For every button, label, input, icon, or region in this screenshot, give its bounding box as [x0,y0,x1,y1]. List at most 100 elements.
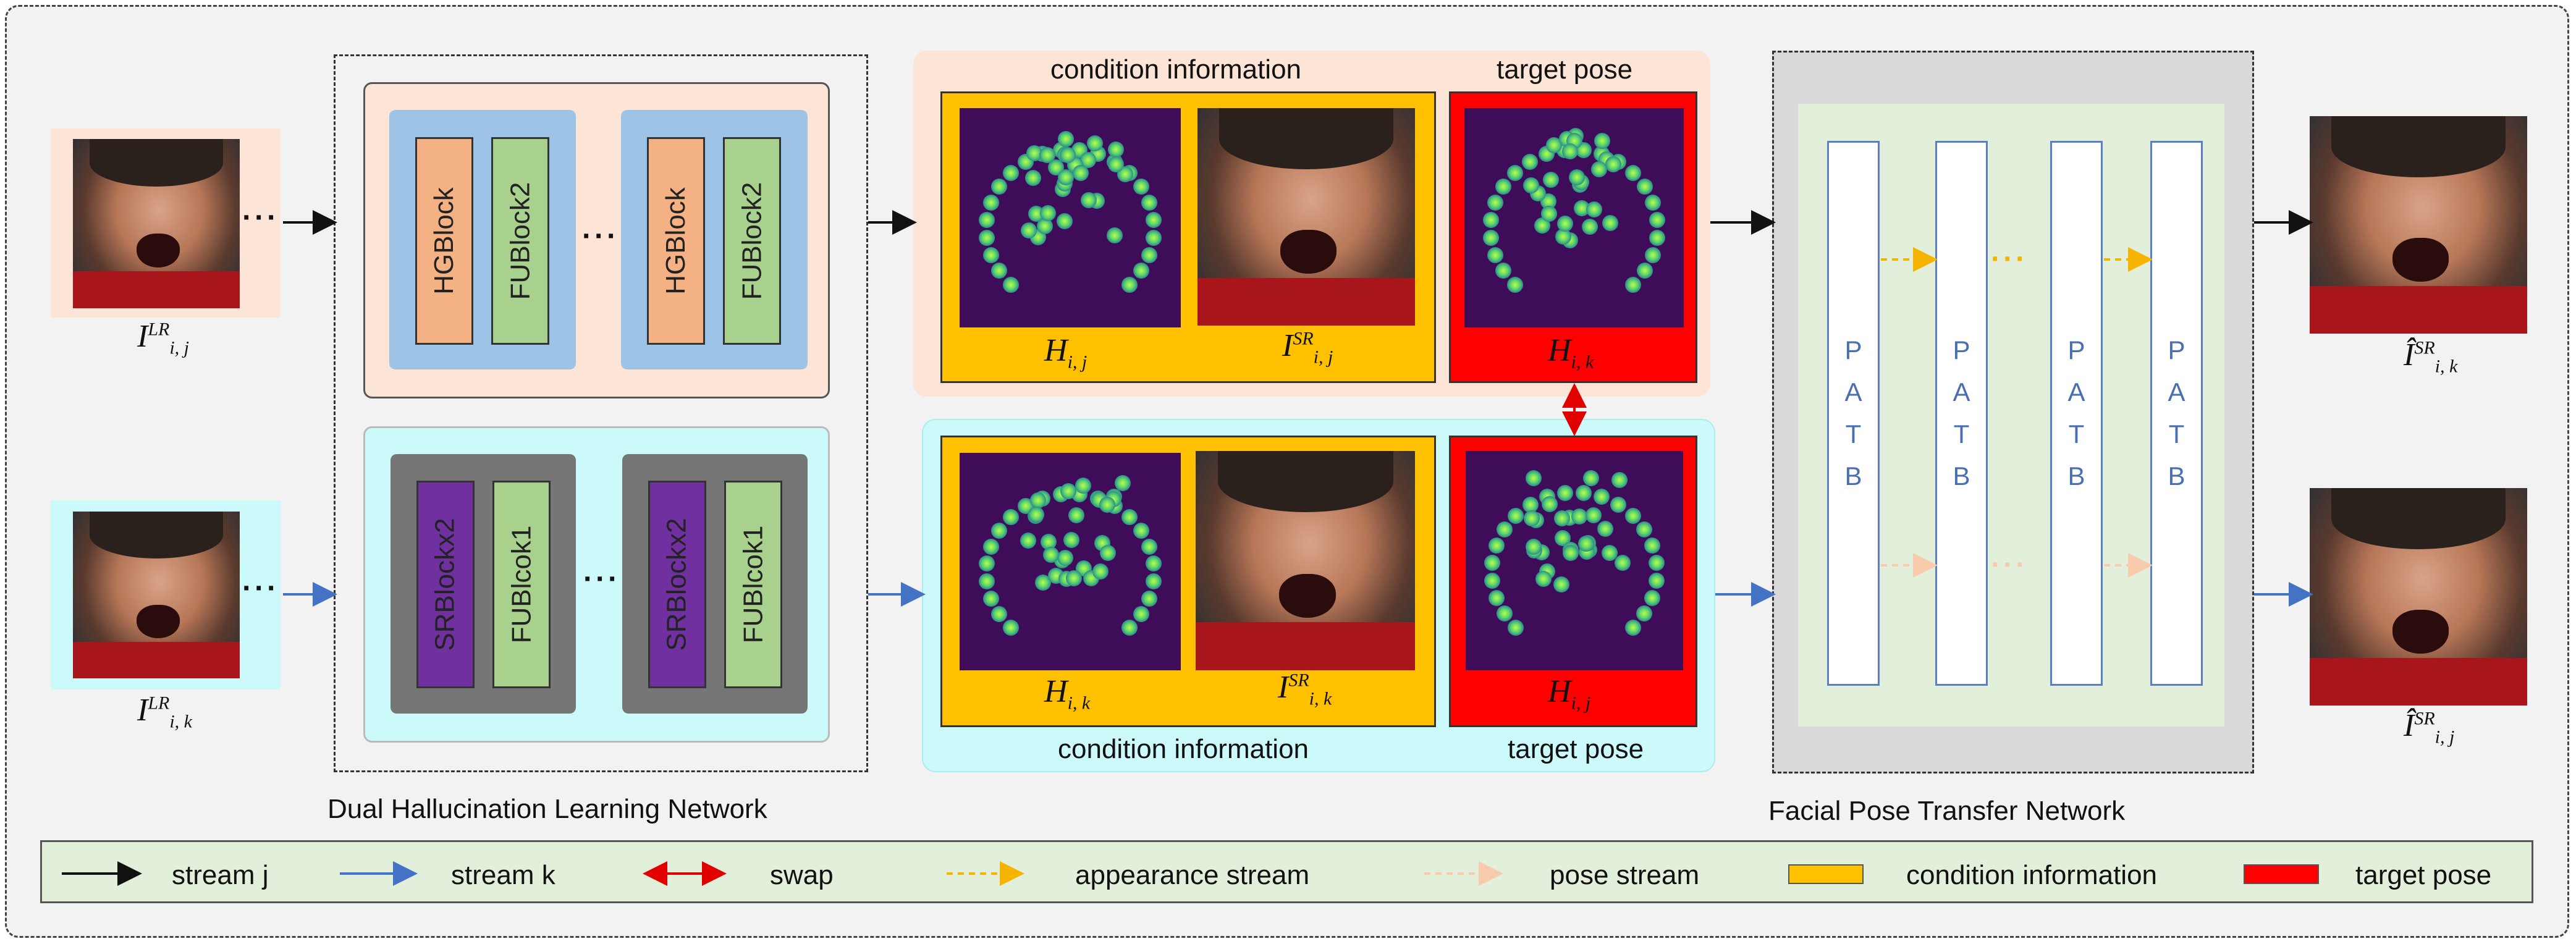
landmark-dot [1649,229,1665,246]
dual-network-label: Dual Hallucination Learning Network [327,794,767,824]
landmark-dot [1586,201,1603,218]
landmark-dot [1057,169,1074,185]
landmark-dot [1483,211,1500,228]
landmark-dot [1060,483,1076,500]
landmark-dot [1648,572,1665,589]
landmark-dot [1624,619,1641,636]
landmark-dot [1488,537,1505,554]
fu-block1-1: FUBlcok1 [492,481,551,688]
landmark-dot [1585,507,1602,524]
legend-appearance-stream: appearance stream [1075,860,1310,890]
landmark-dot [1121,620,1138,636]
top-heatmap-hik [1464,108,1684,327]
landmark-dot [1487,194,1504,211]
fu-block2-2: FUBlock2 [723,137,781,345]
landmark-dot [1092,563,1109,579]
landmark-dot [1002,508,1019,525]
top-sr-label: ISRi, j [1282,328,1333,368]
hg-block-2: HGBlock [647,137,705,345]
legend-target-swatch [2244,864,2319,884]
landmark-dot [1507,276,1524,293]
landmark-dot [1644,589,1661,606]
landmark-dot [1563,544,1579,561]
landmark-dot [1020,532,1036,549]
landmark-dot [1644,537,1661,554]
landmark-dot [1543,172,1560,188]
landmark-dot [1133,263,1150,279]
landmark-dot [1542,495,1558,512]
landmark-dot [1146,555,1162,572]
landmark-dot [1610,496,1627,513]
landmark-dot [978,211,995,228]
top-heatmap-label: Hi, j [1044,333,1087,373]
landmark-dot [982,590,999,607]
landmark-dot [1508,507,1524,524]
top-target-heatmap-label: Hi, k [1548,333,1594,373]
landmark-dot [1496,605,1513,622]
landmark-dot [1146,229,1162,246]
landmark-dot [1605,156,1621,173]
ellipsis-appearance: ··· [1991,243,2028,276]
landmark-dot [1133,179,1150,195]
landmark-dot [1063,531,1079,548]
top-heatmap-hij [960,108,1181,327]
landmark-dot [1141,538,1158,555]
sr-block-2: SRBlockx2 [648,481,706,688]
landmark-dot [1541,205,1557,222]
top-condition-label: condition information [1050,54,1302,85]
landmark-dot [1057,213,1073,229]
landmark-dot [1508,619,1524,636]
landmark-dot [1141,194,1158,211]
legend-pose-stream: pose stream [1550,860,1700,890]
bottom-sr-label: ISRi, k [1278,670,1332,709]
landmark-dot [1115,475,1131,492]
fu-block2-1: FUBlock2 [491,137,549,345]
bottom-heatmap-hik [960,453,1181,670]
landmark-dot [1495,263,1512,279]
landmark-dot [1065,570,1082,586]
landmark-dot [1002,620,1019,636]
landmark-dot [982,538,999,555]
landmark-dot [1042,547,1059,563]
landmark-dot [1106,227,1123,243]
landmark-dot [1487,247,1504,263]
landmark-dot [1099,545,1116,562]
landmark-dot [1594,489,1610,505]
landmark-dot [1002,164,1019,181]
bottom-target-heatmap-label: Hi, j [1548,674,1591,714]
fu-block1-2: FUBlcok1 [724,481,782,688]
input-face-top [73,139,240,308]
landmark-dot [1553,510,1570,527]
landmark-dot [1615,554,1631,571]
landmark-dot [1507,164,1524,181]
landmark-dot [1611,471,1628,488]
landmark-dot [1484,554,1501,571]
landmark-dot [1039,204,1056,221]
landmark-dot [1535,571,1552,588]
landmark-dot [1561,143,1578,160]
ellipsis-input-bottom: ··· [242,572,279,605]
landmark-dot [1060,146,1076,163]
landmark-dot [1087,135,1104,152]
legend-stream-k: stream k [451,860,555,890]
legend-condition-swatch [1788,864,1864,884]
landmark-dot [1133,522,1150,539]
landmark-dot [1028,507,1045,523]
landmark-dot [1577,536,1594,552]
landmark-dot [990,522,1007,539]
legend-target-pose: target pose [2355,860,2492,890]
landmark-dot [1521,153,1538,170]
hg-block-1: HGBlock [415,137,473,345]
landmark-dot [1582,470,1599,487]
ellipsis-pose: ··· [1991,549,2028,581]
landmark-dot [1024,169,1041,186]
landmark-dot [1556,216,1573,232]
landmark-dot [1644,194,1661,211]
landmark-dot [1581,219,1598,235]
landmark-dot [1121,276,1138,293]
landmark-dot [1575,484,1592,501]
